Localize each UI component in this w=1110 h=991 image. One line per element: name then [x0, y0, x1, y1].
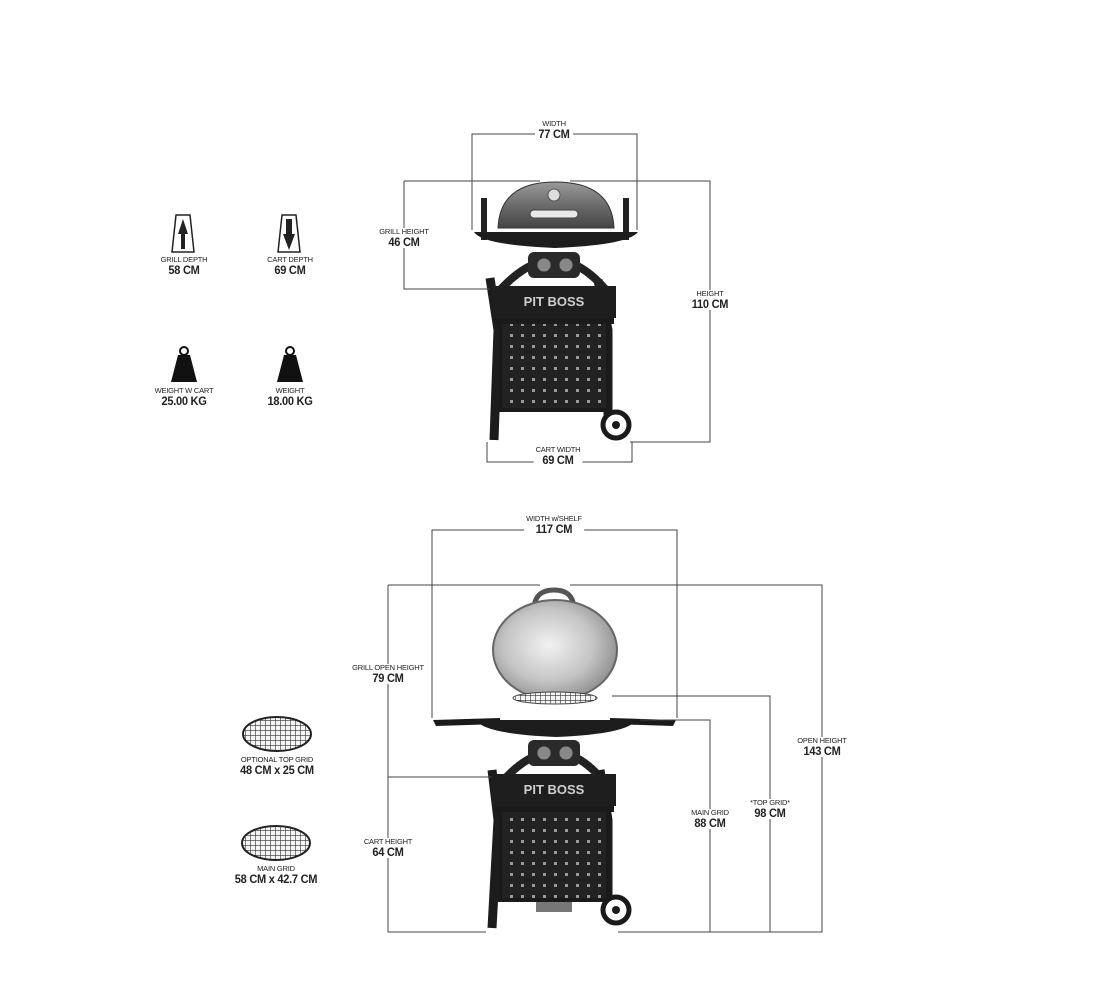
width-w-shelf-value: 117 CM	[535, 521, 573, 536]
width-title: WIDTH	[542, 119, 566, 128]
main-grid-size-label: MAIN GRID 58 CM x 42.7 CM	[229, 864, 323, 886]
grill-open-height-title: GRILL OPEN HEIGHT	[352, 663, 424, 672]
cart-height-title: CART HEIGHT	[363, 837, 413, 846]
main-grid-size-value: 58 CM x 42.7 CM	[234, 871, 318, 886]
grill-depth-title: GRILL DEPTH	[160, 255, 208, 264]
cart-height-value: 64 CM	[372, 844, 404, 859]
cart-width-title: CART WIDTH	[535, 445, 581, 454]
weight-w-cart-value: 25.00 KG	[161, 393, 207, 408]
width-w-shelf-label: WIDTH w/SHELF 117 CM	[524, 514, 584, 536]
optional-top-grid-value: 48 CM x 25 CM	[240, 762, 314, 777]
grill-depth-icon	[171, 214, 195, 253]
top-grid-height-title: *TOP GRID*	[750, 798, 790, 807]
height-title: HEIGHT	[696, 289, 724, 298]
weight-icon	[277, 346, 303, 382]
weight-w-cart-icon	[171, 346, 197, 382]
cart-depth-title: CART DEPTH	[267, 255, 313, 264]
grill-depth-value: 58 CM	[168, 262, 200, 277]
weight-title: WEIGHT	[275, 386, 305, 395]
width-label: WIDTH 77 CM	[535, 119, 573, 141]
weight-label: WEIGHT 18.00 KG	[263, 386, 317, 408]
cart-depth-label: CART DEPTH 69 CM	[265, 255, 315, 277]
main-grid-height-label: MAIN GRID 88 CM	[689, 808, 731, 830]
cart-width-label: CART WIDTH 69 CM	[533, 445, 583, 467]
grill-height-title: GRILL HEIGHT	[379, 227, 429, 236]
open-height-title: OPEN HEIGHT	[797, 736, 847, 745]
optional-top-grid-label: OPTIONAL TOP GRID 48 CM x 25 CM	[234, 755, 320, 777]
height-value: 110 CM	[691, 296, 729, 311]
cart-depth-icon	[277, 214, 301, 253]
brand-logo-open: PIT BOSS	[523, 782, 585, 797]
cart-depth-value: 69 CM	[274, 262, 306, 277]
main-grid-size-title: MAIN GRID	[257, 864, 295, 873]
grill-open-height-label: GRILL OPEN HEIGHT 79 CM	[350, 663, 426, 685]
optional-top-grid-icon	[242, 716, 312, 752]
grill-height-label: GRILL HEIGHT 46 CM	[377, 227, 431, 249]
width-value: 77 CM	[538, 126, 570, 141]
main-grid-height-value: 88 CM	[694, 815, 726, 830]
grill-depth-label: GRILL DEPTH 58 CM	[158, 255, 210, 277]
grill-height-value: 46 CM	[388, 234, 420, 249]
main-grid-icon	[241, 825, 311, 861]
cart-width-value: 69 CM	[542, 452, 574, 467]
brand-logo-closed: PIT BOSS	[523, 294, 585, 309]
main-grid-height-title: MAIN GRID	[691, 808, 729, 817]
height-label: HEIGHT 110 CM	[688, 289, 732, 311]
open-height-value: 143 CM	[803, 743, 841, 758]
top-grid-height-value: 98 CM	[754, 805, 786, 820]
top-grid-height-label: *TOP GRID* 98 CM	[748, 798, 792, 820]
weight-value: 18.00 KG	[267, 393, 313, 408]
weight-w-cart-label: WEIGHT W CART 25.00 KG	[152, 386, 216, 408]
open-height-label: OPEN HEIGHT 143 CM	[795, 736, 849, 758]
width-w-shelf-title: WIDTH w/SHELF	[526, 514, 582, 523]
cart-height-label: CART HEIGHT 64 CM	[361, 837, 415, 859]
grill-closed-view	[474, 181, 638, 441]
optional-top-grid-title: OPTIONAL TOP GRID	[240, 755, 314, 764]
weight-w-cart-title: WEIGHT W CART	[154, 386, 214, 395]
grill-open-view	[433, 587, 676, 929]
grill-open-height-value: 79 CM	[372, 670, 404, 685]
